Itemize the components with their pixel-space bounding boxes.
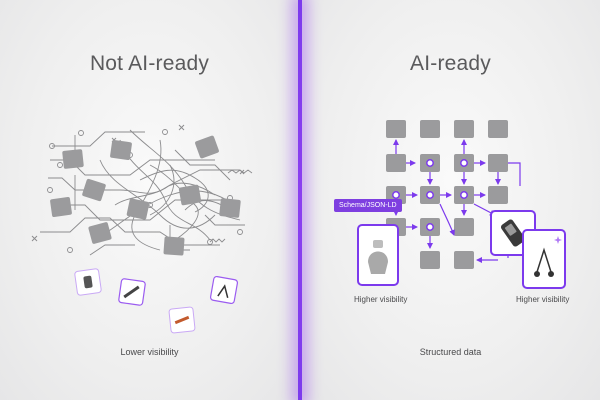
schema-json-ld-tag: Schema/JSON-LD xyxy=(334,199,402,212)
not-ai-ready-caption: Lower visibility xyxy=(120,347,179,357)
scattered-product-thumbnails xyxy=(74,268,239,334)
higher-visibility-label-right: Higher visibility xyxy=(516,295,570,304)
glowing-divider xyxy=(298,0,302,400)
higher-visibility-label-left: Higher visibility xyxy=(354,295,408,304)
ai-ready-title: AI-ready xyxy=(410,52,491,75)
not-ai-ready-title: Not AI-ready xyxy=(89,52,210,75)
featured-product-cards xyxy=(357,210,566,289)
sparkle-icon xyxy=(554,236,562,244)
not-ai-ready-panel xyxy=(0,0,299,400)
ai-ready-caption: Structured data xyxy=(419,347,482,357)
